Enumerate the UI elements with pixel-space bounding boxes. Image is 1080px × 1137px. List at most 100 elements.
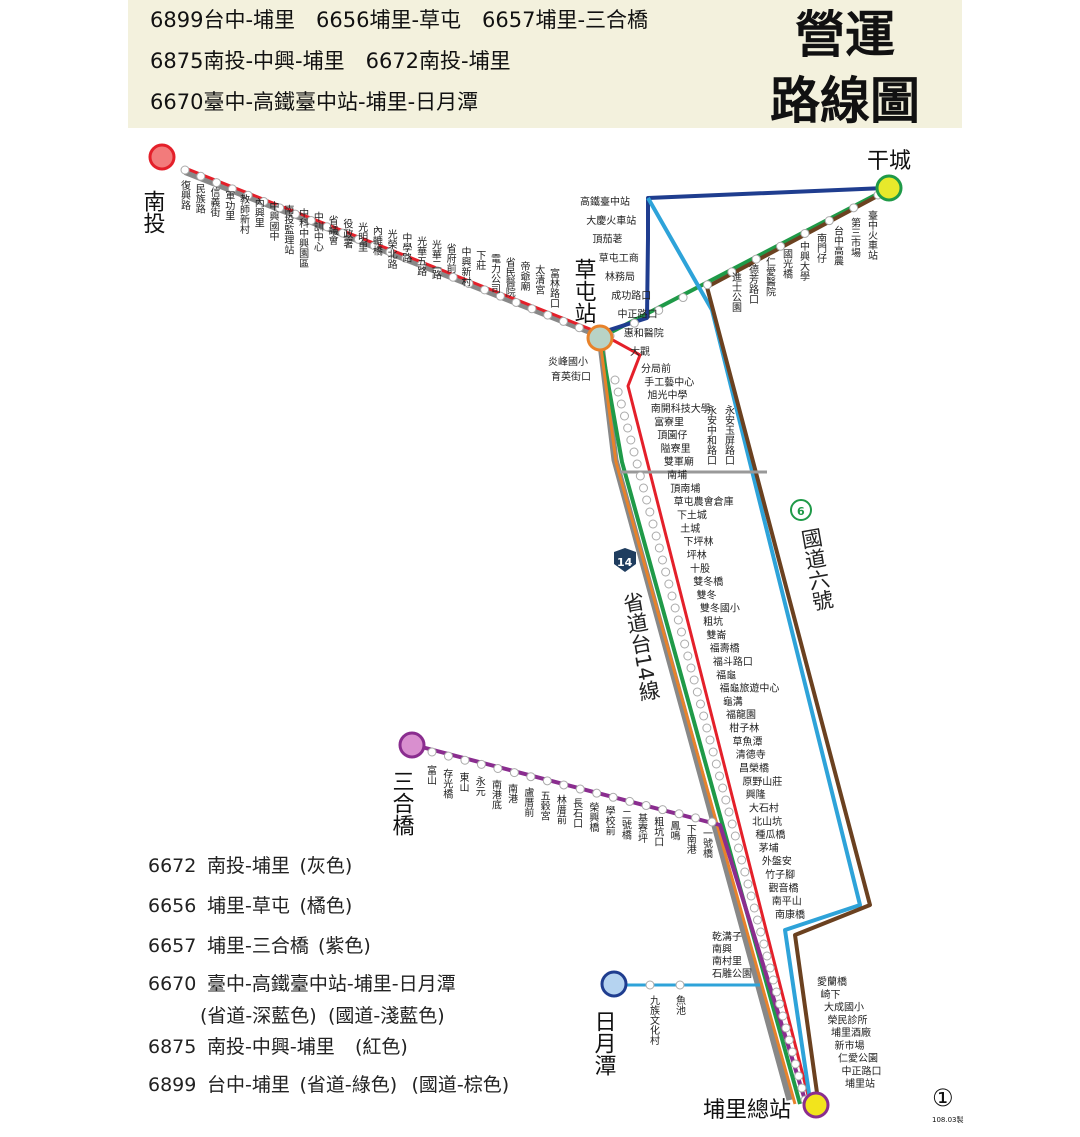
stop-label: 雙冬橋 [693, 575, 723, 588]
legend-name: 台中-埔里 [207, 1074, 290, 1096]
stop-dot [527, 304, 537, 314]
stop-dot [675, 980, 685, 990]
legend-code: 6899 [148, 1074, 196, 1096]
stop-dot [401, 253, 411, 263]
stop-label: 中學路 [400, 232, 412, 264]
stop-label: 龜溝 [723, 695, 743, 708]
stop-dot [734, 843, 743, 853]
stop-label: 南村里 [712, 955, 742, 968]
stop-labels: 復興路民族路信義街軍功里教師新村內興里中興國中南投監理站中科中興園區中訓中心省議… [179, 179, 882, 1090]
terminal-caotun-icon [586, 324, 614, 352]
stop-label: 頂南埔 [670, 482, 700, 495]
stop-label: 中訓中心 [311, 210, 323, 251]
stop-dot [787, 1047, 797, 1057]
stop-label: 永元 [473, 775, 485, 796]
stop-label: 二號橋 [619, 809, 631, 840]
stop-label: 省民醫院 [503, 256, 515, 298]
stop-label: 教師新村 [238, 193, 250, 234]
stop-dot [721, 795, 731, 805]
stop-dot [781, 1023, 791, 1033]
stop-label: 福斗路口 [713, 655, 753, 668]
stop-dot [797, 1083, 807, 1093]
stop-dot [417, 260, 427, 270]
stop-label: 大觀 [630, 345, 650, 358]
stop-dot [673, 615, 683, 625]
stop-dot [730, 831, 740, 841]
stop-label: 南開科技大學 [651, 402, 711, 415]
stop-label: 國光橋 [781, 249, 793, 280]
stop-label: 埔里站 [845, 1077, 875, 1090]
stop-label: 雙冬國小 [700, 602, 740, 615]
stop-label: 外盤安 [762, 855, 792, 868]
stop-label: 魚池 [674, 994, 686, 1015]
stop-label: 大石村 [749, 801, 779, 814]
stop-label: 基寮坪 [636, 812, 648, 844]
stop-label: 土城 [680, 522, 700, 535]
stop-dot [464, 279, 474, 289]
stop-dot [711, 759, 721, 769]
stop-label: 學校前 [603, 805, 615, 837]
stop-dot [493, 763, 503, 773]
legend-code: 6672 [148, 855, 196, 877]
legend-code: 6670 [148, 973, 196, 995]
legend-note: (省道-深藍色) [200, 1005, 317, 1027]
stop-label: 福龜旅遊中心 [719, 682, 779, 695]
stop-dot [385, 247, 395, 257]
stop-label: 南埔 [667, 469, 687, 482]
brown-line-nat6 [705, 190, 886, 1101]
stop-label: 東山 [457, 771, 469, 792]
stop-dot [664, 579, 674, 589]
stop-label: 炎峰國小 [548, 356, 588, 368]
stop-dot [776, 241, 786, 251]
stop-dot [632, 459, 642, 469]
stop-label: 南康橋 [775, 908, 805, 921]
stop-dot [667, 591, 677, 601]
stop-dot [432, 266, 442, 276]
stop-label: 富林路口 [548, 267, 560, 308]
stop-dot [689, 675, 699, 685]
stop-dot [629, 447, 639, 457]
page-number: ① [932, 1084, 954, 1112]
stop-label: 愛蘭橋 [817, 975, 847, 988]
stop-label: 南投監理站 [282, 203, 294, 255]
stop-dot [629, 318, 639, 328]
stop-dot [639, 483, 648, 493]
stop-label: 乾溝子 [712, 930, 742, 943]
stop-dot [849, 203, 859, 213]
stop-label: 新市場 [835, 1039, 865, 1052]
stop-label: 富山 [425, 764, 437, 785]
stop-dot [756, 927, 766, 937]
stop-label: 雙冬 [697, 588, 717, 601]
stop-label: 役政署 [341, 218, 353, 249]
stop-label: 光華五路 [415, 235, 427, 277]
lightblue-line-nat6 [646, 197, 862, 1101]
stop-dot [749, 903, 759, 913]
stop-dot [574, 323, 584, 333]
stop-dot [227, 184, 237, 194]
stop-label: 十股 [690, 562, 710, 575]
stop-label: 柑子林 [729, 722, 759, 735]
print-date: 108.03製 [932, 1115, 964, 1124]
stop-dot [691, 813, 701, 823]
stop-label: 粗坑口 [652, 817, 664, 847]
stop-label: 九族文化村 [648, 995, 660, 1045]
stop-label: 永安中和路口 [705, 404, 717, 465]
stop-label: 仁愛醫院 [764, 256, 776, 297]
terminal-puli: 埔里總站 [703, 1098, 791, 1123]
stop-label: 觀音橋 [768, 881, 798, 894]
stop-label: 軍功里 [223, 190, 235, 220]
map-title-2: 路線圖 [770, 72, 920, 130]
legend-note: (國道-淺藍色) [328, 1005, 445, 1027]
stop-dot [651, 531, 661, 541]
stop-dot [610, 375, 620, 385]
legend-code: 6657 [148, 935, 196, 957]
stop-dot [645, 980, 655, 990]
stop-label: 福龜 [716, 668, 736, 681]
header-line-3: 6670臺中-高鐵臺中站-埔里-日月潭 [150, 90, 478, 114]
stop-dot [692, 687, 702, 697]
stop-dot [620, 411, 629, 421]
stop-dot [705, 735, 715, 745]
stop-label: 光明里 [356, 221, 368, 252]
stop-label: 下土城 [677, 508, 707, 521]
stop-dot [800, 228, 810, 238]
